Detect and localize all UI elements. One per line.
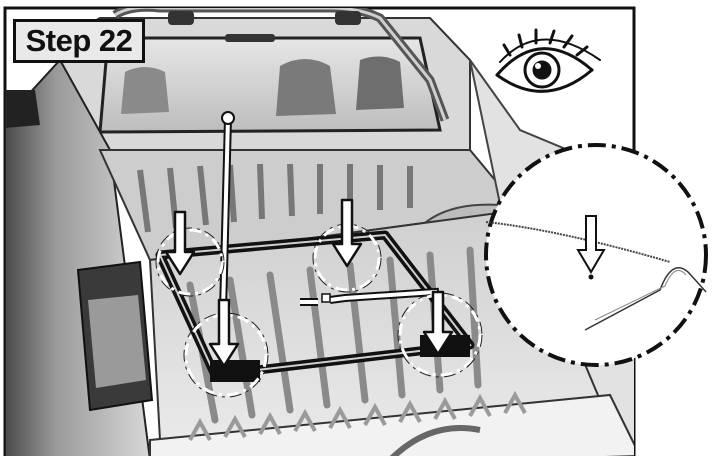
zoom-detail: [486, 145, 706, 365]
step-label: Step 22: [13, 19, 145, 63]
